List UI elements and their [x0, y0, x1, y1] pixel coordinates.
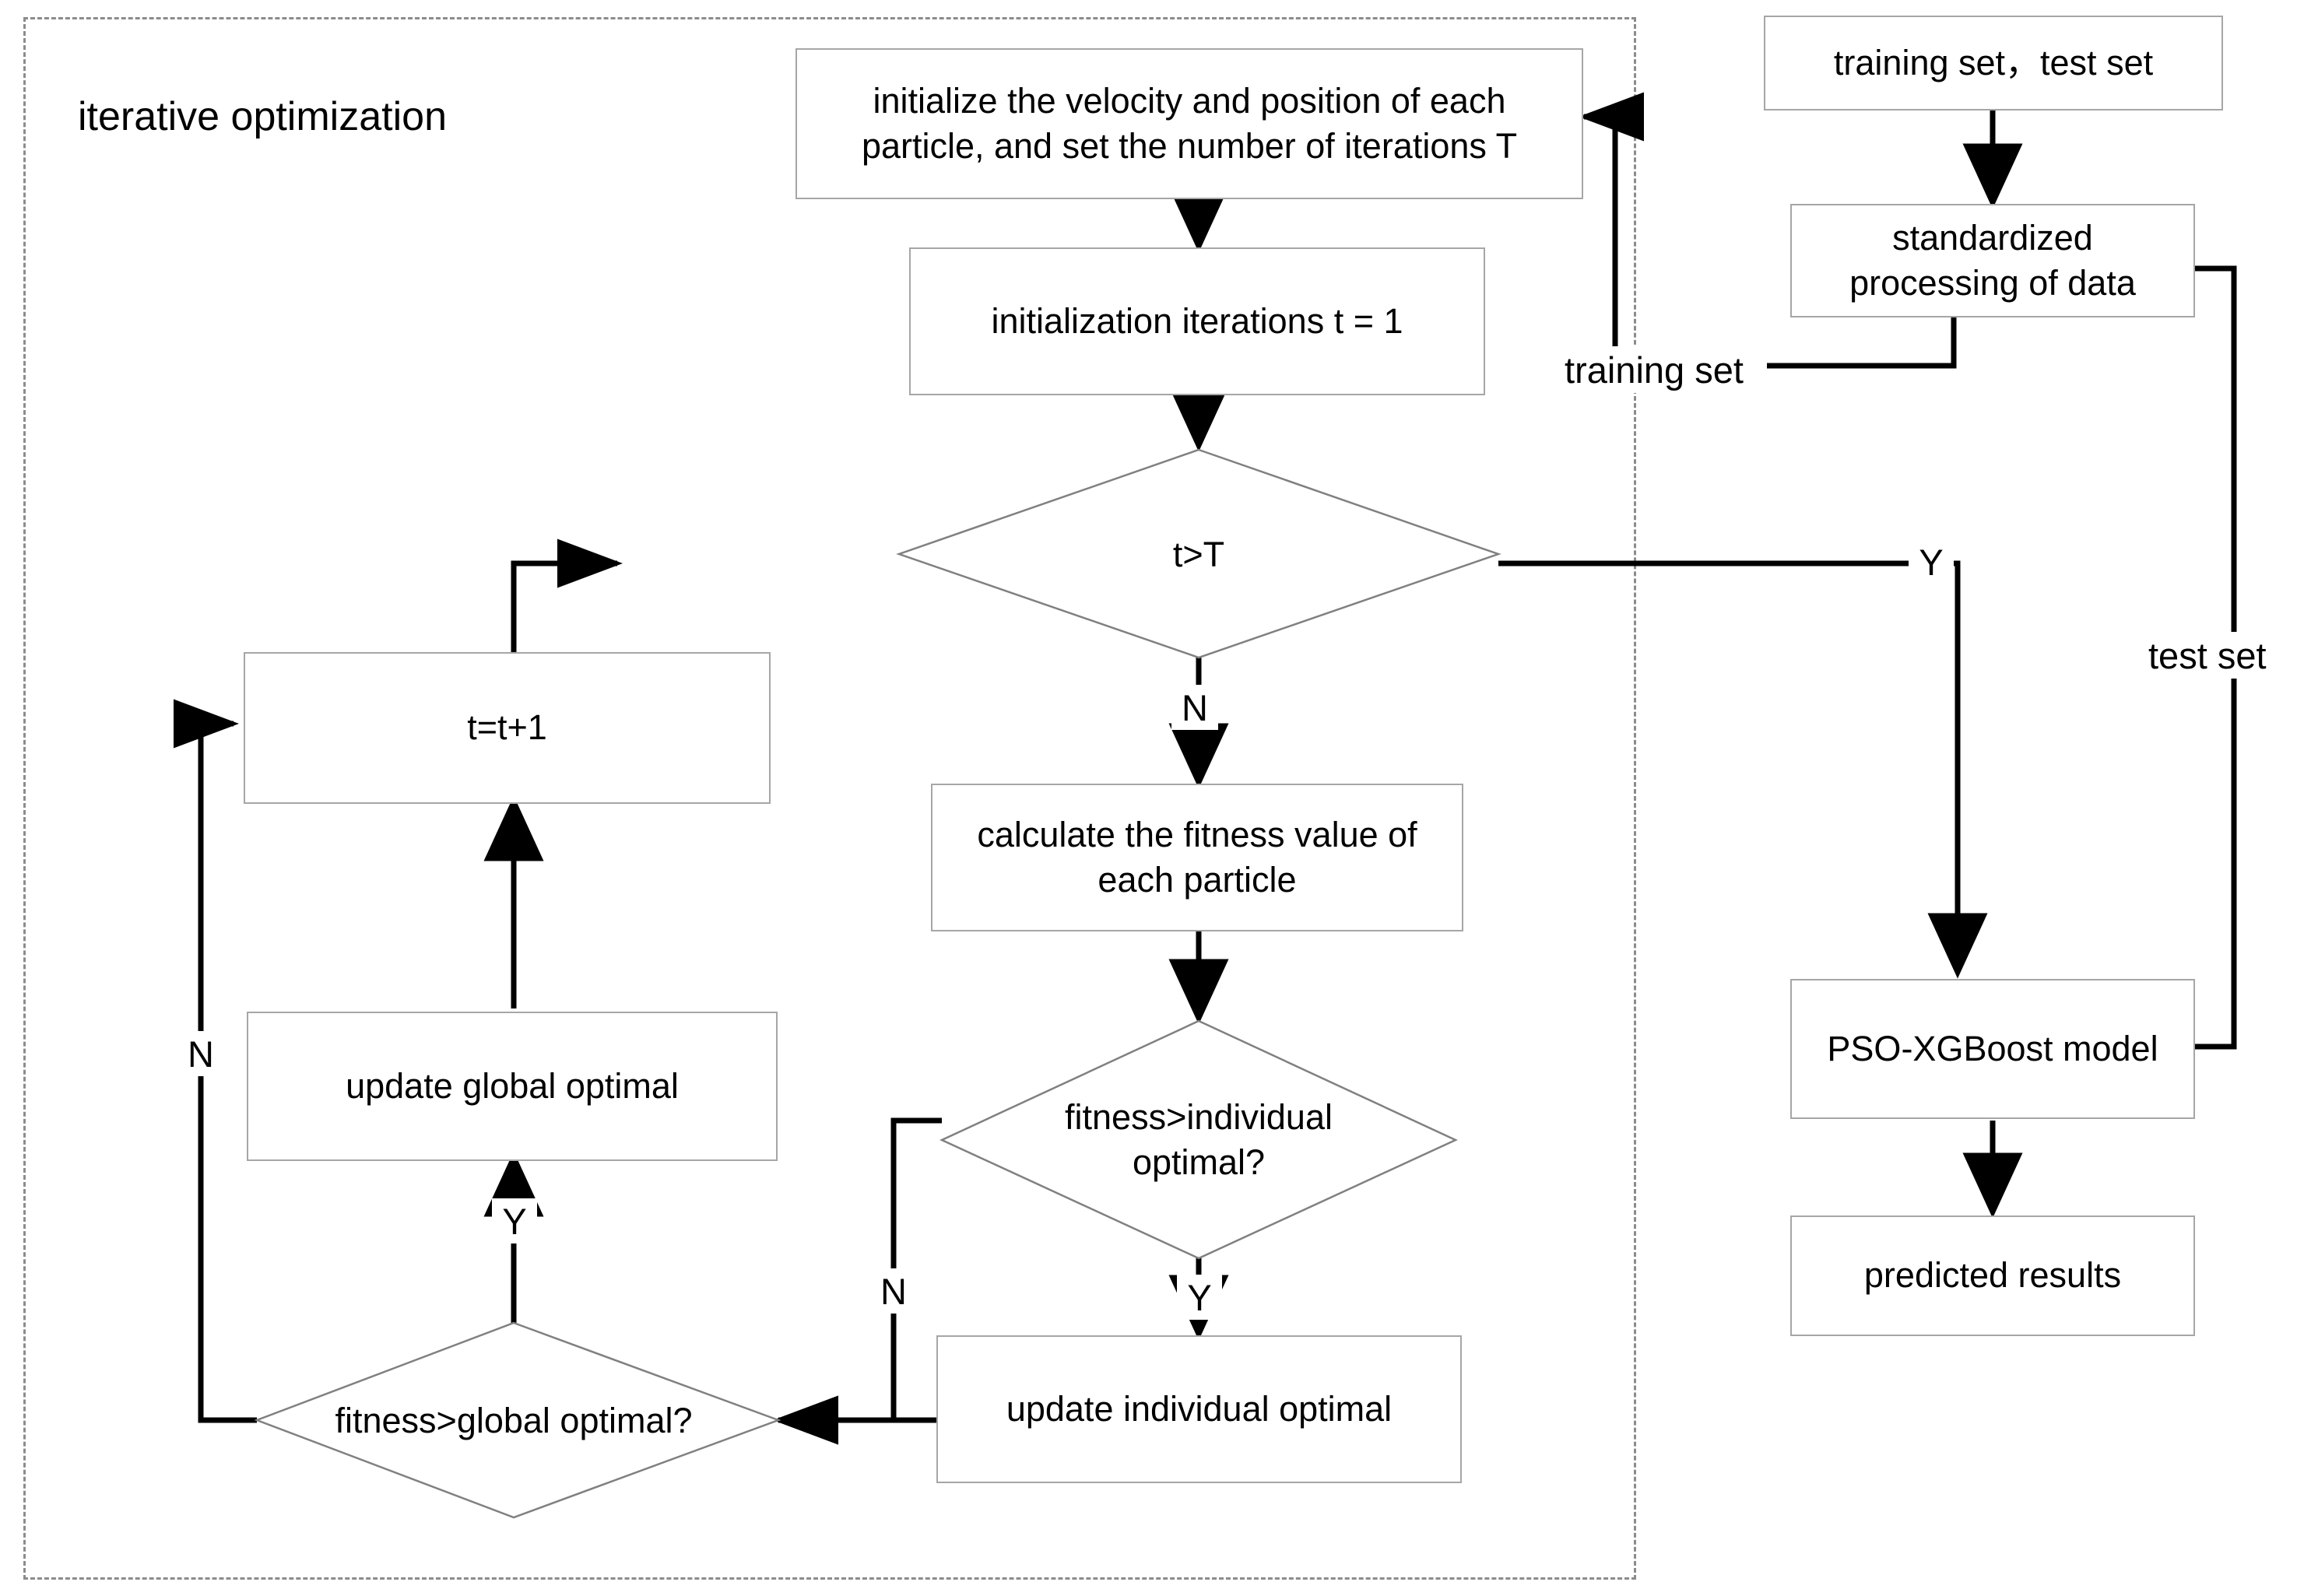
node-update-global-optimal[interactable]: update global optimal — [247, 1012, 778, 1161]
node-initialization-iterations[interactable]: initialization iterations t = 1 — [909, 247, 1485, 395]
node-training-test-set[interactable]: training set，test set — [1764, 16, 2223, 110]
edge-label-test-set: test set — [2148, 632, 2311, 679]
node-update-individual-optimal[interactable]: update individual optimal — [936, 1335, 1462, 1483]
node-fitness-gt-individual-label: fitness>individual optimal? — [1065, 1096, 1333, 1183]
node-initialize-particles[interactable]: initialize the velocity and position of … — [796, 48, 1583, 199]
node-predicted-results[interactable]: predicted results — [1790, 1215, 2195, 1336]
node-t-increment[interactable]: t=t+1 — [244, 652, 771, 804]
edge-label-fitness-global-no: N — [177, 1031, 224, 1076]
node-calculate-fitness[interactable]: calculate the fitness value of each part… — [931, 784, 1463, 931]
edge-label-t-gt-T-yes: Y — [1909, 539, 1954, 584]
edge-label-training-set: training set — [1541, 346, 1767, 393]
node-fitness-gt-global-label: fitness>global optimal? — [335, 1400, 693, 1440]
edge-label-t-gt-T-no: N — [1171, 685, 1218, 730]
edge-label-fitness-individual-no: N — [870, 1268, 917, 1314]
group-label: iterative optimization — [78, 94, 447, 139]
edge-label-fitness-individual-yes: Y — [1177, 1275, 1222, 1320]
node-t-gt-T-label: t>T — [1172, 534, 1225, 574]
edge-label-fitness-global-yes: Y — [492, 1198, 537, 1243]
node-standardized-processing[interactable]: standardized processing of data — [1790, 204, 2195, 317]
node-pso-xgboost-model[interactable]: PSO-XGBoost model — [1790, 979, 2195, 1119]
